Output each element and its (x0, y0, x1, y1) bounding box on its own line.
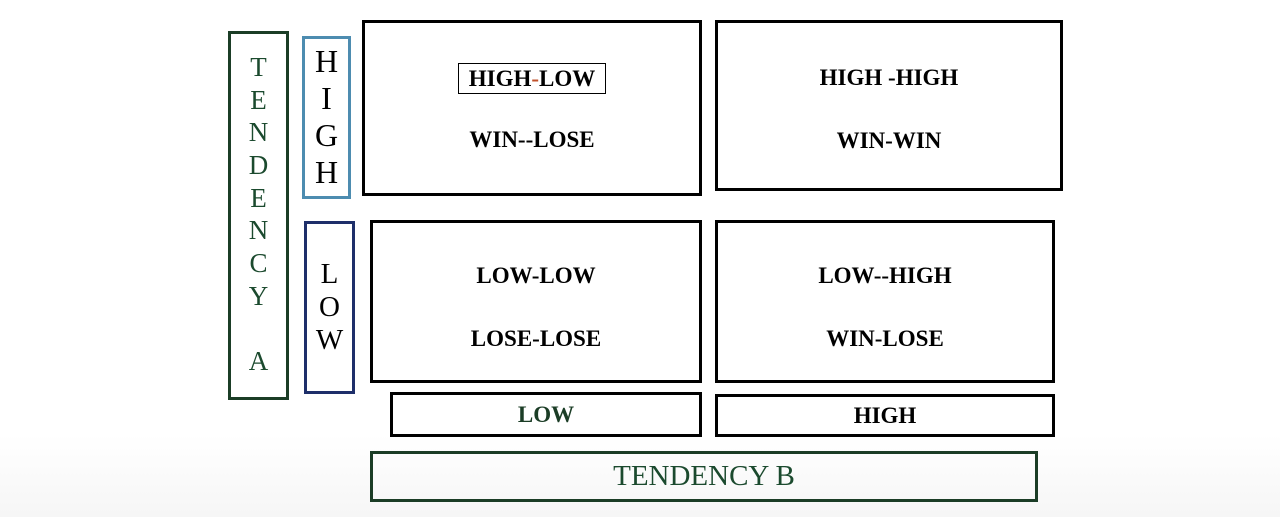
title-dash: - (531, 66, 540, 91)
low-letter: O (319, 291, 340, 323)
tendency-a-letter: E (250, 84, 267, 115)
quadrant-outcome: LOSE-LOSE (470, 326, 602, 351)
tendency-a-label: T E N D E N C Y A (228, 31, 289, 400)
high-letter: H (314, 43, 339, 79)
low-letter: L (320, 258, 339, 290)
quadrant-title: LOW--HIGH (818, 263, 952, 288)
high-row-label: H I G H (302, 36, 351, 199)
low-row-label: L O W (304, 221, 355, 394)
tendency-a-spacer (255, 315, 262, 342)
high-letter: H (314, 154, 339, 190)
quadrant-low-high: LOW--HIGH WIN-LOSE (715, 220, 1055, 383)
tendency-b-label: TENDENCY B (370, 451, 1038, 502)
tendency-a-letter: N (248, 117, 269, 148)
highlighted-quadrant-title: HIGH-LOW (457, 63, 607, 94)
quadrant-outcome: WIN--LOSE (469, 127, 595, 152)
quadrant-title: HIGH -HIGH (819, 65, 959, 90)
quadrant-outcome: WIN-LOSE (826, 326, 944, 351)
quadrant-title: LOW-LOW (476, 263, 596, 288)
tendency-a-letter: T (250, 52, 267, 82)
title-part: HIGH (468, 66, 532, 91)
low-letter: W (315, 324, 344, 356)
quadrant-outcome: WIN-WIN (836, 128, 942, 153)
column-label-high: HIGH (715, 394, 1055, 437)
quadrant-high-high: HIGH -HIGH WIN-WIN (715, 20, 1063, 191)
tendency-a-letter: Y (248, 280, 269, 311)
column-label-low: LOW (390, 392, 702, 437)
tendency-a-letter: E (250, 182, 267, 213)
quadrant-high-low: HIGH-LOW WIN--LOSE (362, 20, 702, 196)
tendency-a-letter: D (248, 149, 269, 180)
quadrant-title: HIGH-LOW (365, 63, 699, 94)
high-letter: G (314, 117, 339, 153)
tendency-a-letter: C (249, 247, 268, 278)
tendency-a-letter: A (248, 345, 269, 376)
high-letter: I (321, 80, 332, 116)
title-part: LOW (539, 66, 596, 91)
quadrant-low-low: LOW-LOW LOSE-LOSE (370, 220, 702, 383)
tendency-a-letter: N (248, 215, 269, 246)
